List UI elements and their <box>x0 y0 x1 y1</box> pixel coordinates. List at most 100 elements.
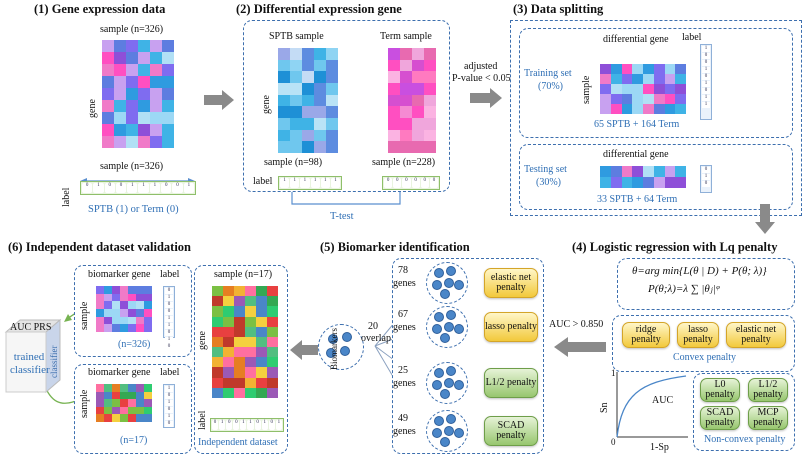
gene-dot <box>446 266 456 276</box>
gene-dot <box>454 380 464 390</box>
heat-cell <box>643 74 654 84</box>
p6-n-top: (n=326) <box>118 339 151 350</box>
heat-cell <box>314 141 326 153</box>
heat-cell <box>223 377 234 388</box>
heat-cell <box>256 296 267 307</box>
heat-cell <box>96 391 104 400</box>
heat-cell <box>412 129 424 142</box>
heat-cell <box>104 286 112 294</box>
gene-set-circle-0 <box>426 262 468 304</box>
label-cell: 1 <box>127 183 138 193</box>
heat-cell <box>234 286 245 297</box>
selected-penalty-1: lasso penalty <box>484 312 538 342</box>
heat-cell <box>290 71 302 83</box>
panel2-title: (2) Differential expression gene <box>236 2 402 16</box>
heat-cell <box>412 118 424 130</box>
nonconvex-penalty-3: MCP penalty <box>748 406 788 430</box>
p3-train-set-l1: Training set <box>524 68 572 79</box>
heat-cell <box>223 357 234 368</box>
cube-top-label: AUC PRS <box>10 322 52 333</box>
heat-cell <box>424 129 436 142</box>
heat-cell <box>136 301 144 309</box>
flow-arrow-3 <box>755 204 775 234</box>
heat-cell <box>610 64 622 74</box>
heat-cell <box>96 414 104 422</box>
nonconvex-penalty-0: L0 penalty <box>700 378 740 402</box>
label-cell: 0 <box>420 178 429 188</box>
heat-cell <box>136 324 144 332</box>
heat-cell <box>256 326 267 337</box>
selected-penalty-0: elastic net penalty <box>484 268 538 298</box>
gene-dot <box>440 333 450 343</box>
p6-indep-caption: Independent dataset <box>198 437 278 448</box>
heat-cell <box>302 71 314 83</box>
heat-cell <box>104 414 112 422</box>
heat-cell <box>96 286 104 294</box>
p6-label-bottom: label <box>160 367 180 378</box>
label-cell: 0 <box>268 420 275 430</box>
heat-cell <box>162 64 174 76</box>
heat-cell <box>234 377 245 388</box>
heat-cell <box>96 301 104 309</box>
heat-cell <box>621 84 633 94</box>
heat-cell <box>314 118 326 130</box>
p1-sample-top: sample (n=326) <box>100 24 164 35</box>
heat-cell <box>162 52 174 64</box>
heat-cell <box>150 136 162 148</box>
heat-cell <box>144 316 152 325</box>
heat-cell <box>290 118 302 130</box>
heat-cell <box>144 301 152 309</box>
heat-cell <box>126 112 138 124</box>
heat-cell <box>245 296 256 307</box>
heat-cell <box>388 94 400 107</box>
label-cell: 0 <box>254 420 261 430</box>
heat-cell <box>267 336 278 348</box>
heat-cell <box>120 414 128 422</box>
panel6-title: (6) Independent dataset validation <box>8 240 192 254</box>
heat-cell <box>653 166 665 177</box>
gene-dot <box>454 428 464 438</box>
heat-cell <box>126 64 138 76</box>
heat-cell <box>267 387 278 398</box>
heat-cell <box>150 76 162 88</box>
p1-label-word: label <box>61 187 72 207</box>
heat-cell <box>126 124 138 136</box>
p3-train-gene: differential gene <box>603 34 669 45</box>
heat-cell <box>610 94 622 104</box>
heat-cell <box>96 308 104 317</box>
p4-sp: 1-Sp <box>650 442 669 453</box>
heat-cell <box>632 166 643 177</box>
label-cell: 0 <box>384 178 393 188</box>
heat-cell <box>314 129 326 142</box>
p6-bio-gene-bottom: biomarker gene <box>88 367 151 378</box>
gene-dot <box>432 324 442 334</box>
heat-cell <box>96 384 104 392</box>
label-cell: 0 <box>82 183 93 193</box>
label-cell: 0 <box>702 74 710 80</box>
heat-cell <box>314 71 326 83</box>
heat-cell <box>162 76 174 88</box>
heat-cell <box>138 40 150 52</box>
heat-cell <box>400 48 412 60</box>
heat-cell <box>290 59 302 72</box>
heat-cell <box>114 124 126 136</box>
label-cell: 1 <box>702 81 710 87</box>
heat-cell <box>144 384 152 392</box>
heat-cell <box>664 74 676 84</box>
label-cell: 1 <box>261 420 268 430</box>
heat-cell <box>212 336 223 348</box>
p6-label-top: label <box>160 269 180 280</box>
label-cell: 0 <box>172 183 183 193</box>
label-cell: 1 <box>320 178 330 188</box>
p5-overlap: overlap <box>361 333 391 344</box>
heat-cell <box>632 94 643 104</box>
gene-dot <box>444 378 454 388</box>
heat-cell <box>245 357 256 368</box>
p2-pval-line2: P-value < 0.05 <box>452 73 511 84</box>
heat-cell <box>256 306 267 317</box>
heat-cell <box>302 83 314 95</box>
heat-cell <box>314 59 326 72</box>
heat-cell <box>664 84 676 94</box>
heat-cell <box>412 106 424 118</box>
